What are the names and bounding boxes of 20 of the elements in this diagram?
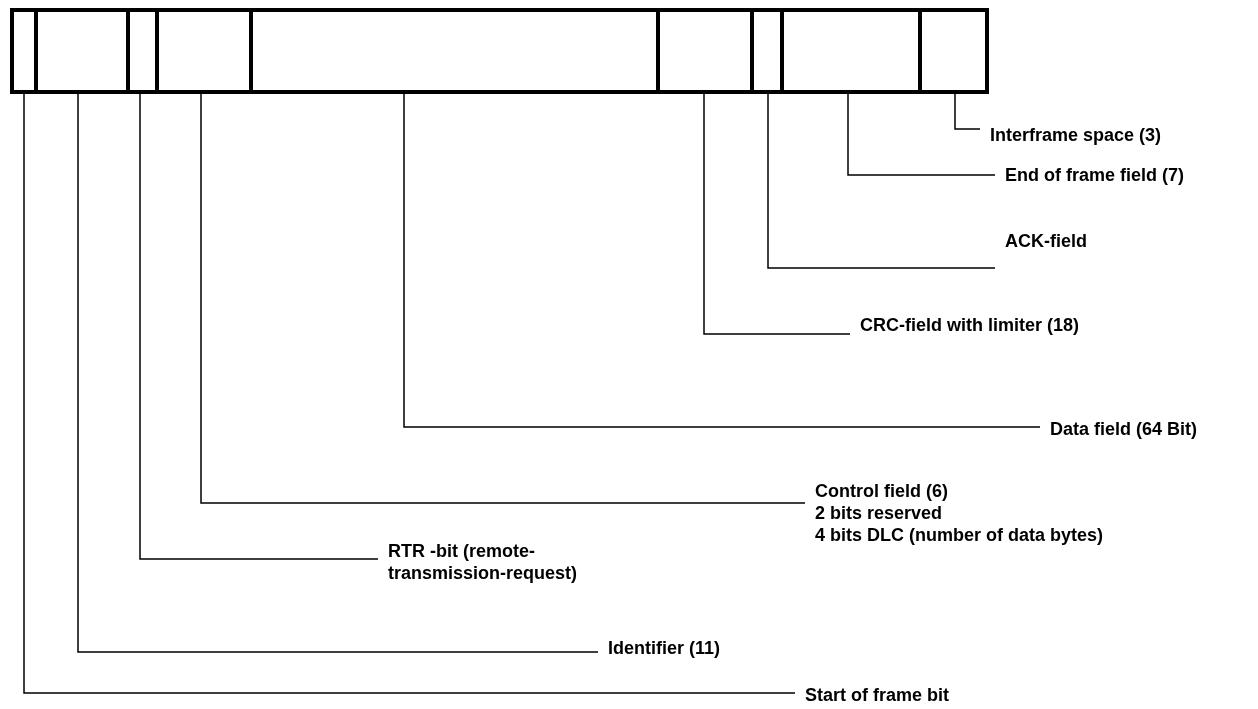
field-label: CRC-field with limiter (18): [860, 314, 1180, 336]
leader-line: [139, 93, 379, 560]
field-label: ACK-field: [1005, 230, 1205, 252]
leader-line: [954, 93, 981, 130]
leader-line: [847, 93, 996, 176]
leader-line: [703, 93, 851, 335]
field-label: 4 bits DLC (number of data bytes): [815, 524, 1105, 546]
leader-line: [23, 93, 796, 694]
leader-line: [403, 93, 1041, 428]
leader-line: [767, 93, 996, 269]
field-label: Data field (64 Bit): [1050, 418, 1240, 440]
field-label: End of frame field (7): [1005, 164, 1255, 186]
leader-line: [77, 93, 599, 653]
field-label: Identifier (11): [608, 637, 808, 659]
field-label: Interframe space (3): [990, 124, 1240, 146]
field-label: RTR -bit (remote-transmission-request): [388, 540, 628, 584]
field-label: 2 bits reserved: [815, 502, 944, 524]
field-label: Start of frame bit: [805, 684, 1055, 706]
leader-line: [200, 93, 806, 504]
field-label: Control field (6): [815, 480, 949, 502]
